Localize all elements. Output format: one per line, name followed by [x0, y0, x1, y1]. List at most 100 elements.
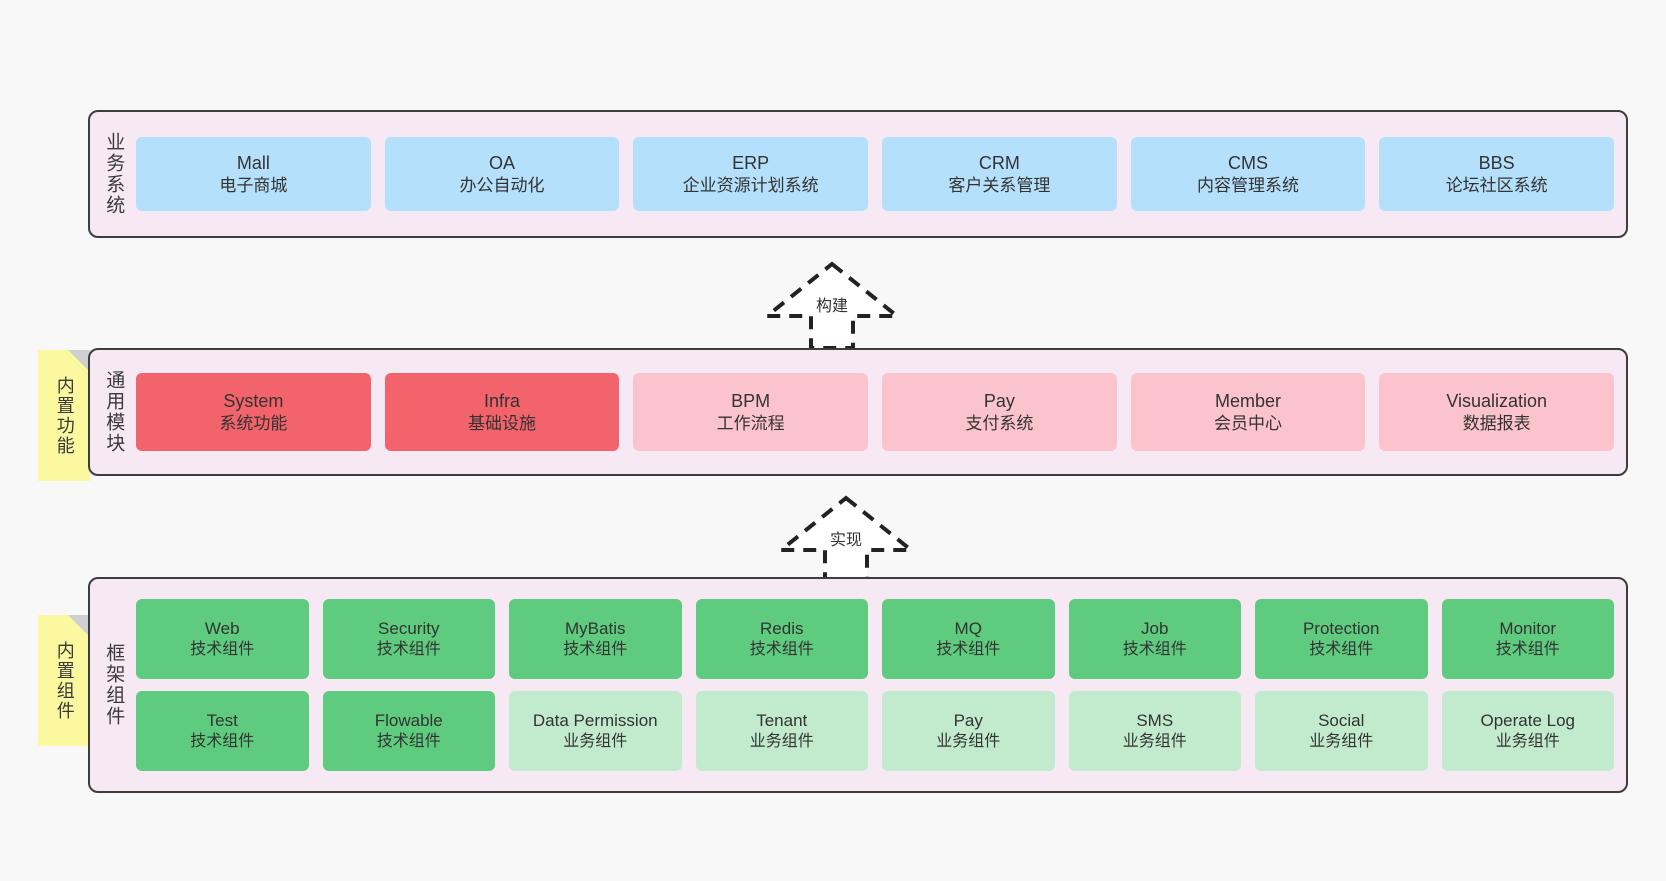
component-box-mybatis[interactable]: MyBatis 技术组件	[509, 599, 682, 679]
box-title-en: Pay	[983, 390, 1015, 411]
box-title-en: CRM	[978, 152, 1020, 173]
box-title-cn: 技术组件	[190, 640, 255, 658]
box-title-cn: 支付系统	[965, 413, 1034, 433]
box-title-en: Infra	[483, 390, 521, 411]
box-title-cn: 业务组件	[749, 732, 814, 750]
box-title-cn: 内容管理系统	[1197, 175, 1300, 195]
box-title-cn: 技术组件	[376, 640, 441, 658]
box-title-cn: 技术组件	[749, 640, 814, 658]
box-title-en: BPM	[731, 390, 771, 411]
box-title-en: Web	[204, 618, 240, 638]
box-title-cn: 技术组件	[190, 732, 255, 750]
box-title-cn: 业务组件	[936, 732, 1001, 750]
box-title-cn: 业务组件	[563, 732, 628, 750]
box-title-en: Operate Log	[1480, 710, 1575, 730]
sticky-note-builtin-functions: 内置功能	[38, 350, 90, 481]
box-title-en: Test	[206, 710, 238, 730]
box-title-en: Social	[1318, 710, 1365, 730]
box-title-en: Data Permission	[532, 710, 658, 730]
layer-title-business: 业务系统	[103, 132, 125, 216]
component-box-redis[interactable]: Redis 技术组件	[695, 599, 868, 679]
box-title-en: MQ	[954, 618, 982, 638]
box-title-cn: 技术组件	[563, 640, 628, 658]
component-box-tenant[interactable]: Tenant 业务组件	[695, 691, 868, 771]
box-title-en: Mall	[236, 152, 270, 173]
box-title-en: Protection	[1302, 618, 1380, 638]
sticky-note-builtin-components: 内置组件	[38, 615, 90, 746]
box-title-cn: 技术组件	[1309, 640, 1374, 658]
component-box-data-permission[interactable]: Data Permission 业务组件	[509, 691, 682, 771]
component-box-protection[interactable]: Protection 技术组件	[1255, 599, 1428, 679]
box-title-cn: 系统功能	[219, 413, 288, 433]
box-title-en: MyBatis	[565, 618, 626, 638]
component-box-flowable[interactable]: Flowable 技术组件	[322, 691, 495, 771]
box-title-cn: 技术组件	[936, 640, 1001, 658]
box-title-cn: 业务组件	[1122, 732, 1187, 750]
note-fold-corner-icon	[68, 350, 90, 372]
component-box-mq[interactable]: MQ 技术组件	[882, 599, 1055, 679]
relation-label-build: 构建	[815, 298, 849, 315]
box-title-en: ERP	[732, 152, 770, 173]
box-title-en: Security	[378, 618, 440, 638]
box-title-en: Flowable	[374, 710, 443, 730]
box-title-en: OA	[489, 152, 516, 173]
sticky-note-label-functions: 内置功能	[54, 375, 75, 456]
box-title-cn: 技术组件	[1495, 640, 1560, 658]
box-title-cn: 技术组件	[376, 732, 441, 750]
component-box-pay[interactable]: Pay 业务组件	[882, 691, 1055, 771]
box-title-en: Member	[1215, 390, 1282, 411]
box-title-cn: 工作流程	[716, 413, 785, 433]
component-box-job[interactable]: Job 技术组件	[1068, 599, 1241, 679]
box-title-en: Visualization	[1446, 390, 1548, 411]
component-box-web[interactable]: Web 技术组件	[136, 599, 309, 679]
box-title-en: CMS	[1228, 152, 1269, 173]
box-title-en: System	[223, 390, 284, 411]
box-title-cn: 业务组件	[1495, 732, 1560, 750]
box-title-cn: 基础设施	[468, 413, 536, 433]
layer-title-common: 通用模块	[103, 370, 125, 454]
box-title-en: Job	[1141, 618, 1169, 638]
box-title-cn: 电子商城	[219, 175, 288, 195]
box-title-cn: 办公自动化	[459, 175, 545, 195]
box-title-cn: 技术组件	[1122, 640, 1187, 658]
box-title-en: Pay	[953, 710, 983, 730]
box-title-cn: 业务组件	[1309, 732, 1374, 750]
box-title-cn: 客户关系管理	[948, 175, 1051, 195]
component-box-social[interactable]: Social 业务组件	[1255, 691, 1428, 771]
component-box-sms[interactable]: SMS 业务组件	[1068, 691, 1241, 771]
box-title-cn: 数据报表	[1462, 413, 1531, 433]
component-box-test[interactable]: Test 技术组件	[136, 691, 309, 771]
component-box-operate-log[interactable]: Operate Log 业务组件	[1441, 691, 1614, 771]
box-title-en: SMS	[1136, 710, 1174, 730]
box-title-en: BBS	[1478, 152, 1515, 173]
relation-arrow-implement: 实现	[771, 492, 921, 588]
component-box-security[interactable]: Security 技术组件	[322, 599, 495, 679]
box-title-cn: 论坛社区系统	[1445, 175, 1548, 195]
box-title-cn: 企业资源计划系统	[682, 175, 819, 195]
box-title-en: Redis	[760, 618, 804, 638]
box-title-cn: 会员中心	[1214, 413, 1283, 433]
box-title-en: Tenant	[756, 710, 808, 730]
relation-arrow-build: 构建	[757, 258, 907, 354]
